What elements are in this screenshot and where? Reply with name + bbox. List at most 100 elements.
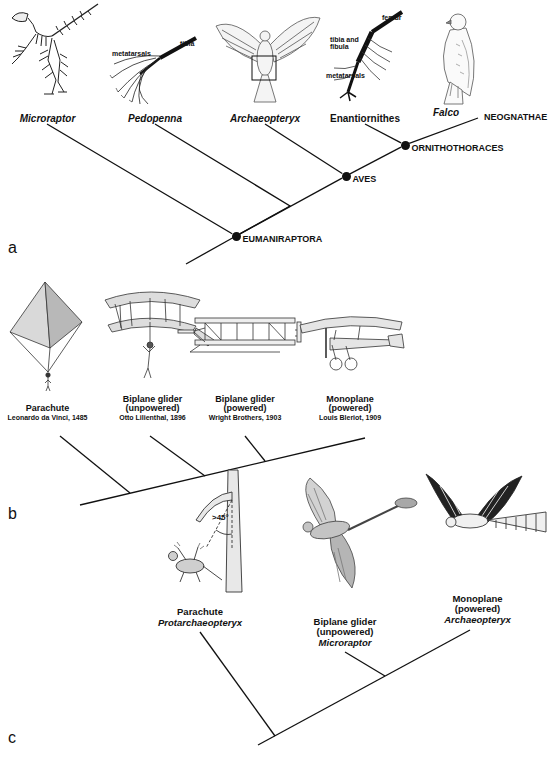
enantiornithes-leg bbox=[372, 12, 402, 32]
parachute-drawing bbox=[46, 373, 50, 377]
subtitle: Louis Bleriot, 1909 bbox=[319, 414, 381, 422]
microraptor-glider bbox=[395, 498, 417, 508]
archaeopteryx-drawing bbox=[270, 17, 320, 62]
archaeopteryx-drawing bbox=[252, 56, 276, 80]
microraptor-glider bbox=[308, 488, 346, 582]
tree-branch bbox=[186, 236, 236, 264]
microraptor-skeleton bbox=[12, 4, 98, 94]
archaeopteryx-flyer bbox=[487, 512, 546, 532]
protarchaeopteryx-drawing bbox=[216, 530, 232, 535]
falcon-drawing bbox=[443, 28, 474, 96]
pedopenna-leg bbox=[112, 56, 160, 104]
subtitle: Otto Lilienthal, 1896 bbox=[119, 414, 186, 422]
microraptor-skeleton bbox=[52, 4, 98, 36]
archaeopteryx-drawing bbox=[254, 75, 276, 102]
taxon-tip: Monoplane (powered)Archaeopteryx bbox=[415, 470, 540, 625]
clade-node: AVES bbox=[342, 172, 351, 181]
protarchaeopteryx-drawing bbox=[169, 470, 243, 592]
taxon-tip: Pedopenna bbox=[110, 0, 200, 124]
bleriot-monoplane bbox=[300, 317, 402, 333]
clade-node: EUMANIRAPTORA bbox=[232, 232, 241, 241]
microraptor-skeleton bbox=[12, 13, 28, 22]
taxon-name: Biplane glider (powered) bbox=[205, 395, 285, 415]
protarchaeopteryx-drawing bbox=[226, 470, 242, 592]
lilienthal-glider bbox=[115, 298, 180, 330]
parachute-drawing bbox=[45, 377, 51, 391]
lilienthal-glider bbox=[105, 292, 200, 308]
tree-branch bbox=[200, 632, 275, 736]
lilienthal-glider bbox=[143, 346, 155, 378]
falcon-drawing bbox=[444, 82, 463, 104]
lilienthal-glider bbox=[150, 322, 151, 342]
protarchaeopteryx-drawing bbox=[176, 559, 204, 573]
panel-letter: b bbox=[8, 506, 17, 523]
microraptor-glider bbox=[309, 518, 351, 542]
falcon-drawing bbox=[443, 14, 474, 104]
taxon-tip: Falco bbox=[410, 0, 482, 118]
falcon-drawing bbox=[450, 84, 458, 98]
archaeopteryx-drawing bbox=[216, 24, 262, 62]
taxon-name: Archaeopteryx bbox=[230, 113, 300, 124]
microraptor-glider bbox=[330, 532, 355, 588]
wright-flyer bbox=[295, 330, 297, 336]
clade-name: AVES bbox=[353, 175, 377, 185]
wright-flyer bbox=[178, 318, 301, 352]
tree-branch bbox=[258, 630, 470, 745]
tree-branch bbox=[60, 436, 130, 493]
part-label: metatarsals bbox=[326, 72, 365, 79]
tree-branch bbox=[155, 124, 290, 234]
taxon-name: Falco bbox=[433, 107, 459, 118]
tree-branch bbox=[245, 436, 265, 461]
pedopenna-leg bbox=[160, 38, 196, 58]
bleriot-monoplane bbox=[330, 358, 342, 370]
tree-branch bbox=[47, 124, 232, 234]
part-label: tibia and fibula bbox=[330, 36, 370, 51]
microraptor-skeleton bbox=[36, 34, 46, 46]
part-label: metatarsals bbox=[112, 50, 151, 57]
microraptor-glider bbox=[306, 478, 336, 525]
falcon-drawing bbox=[450, 14, 466, 30]
enantiornithes-leg bbox=[358, 32, 372, 62]
taxon-tip: Biplane glider (unpowered)Microraptor bbox=[280, 470, 410, 648]
archaeopteryx-flyer bbox=[478, 476, 522, 525]
bleriot-monoplane bbox=[325, 328, 327, 358]
wright-flyer bbox=[195, 340, 295, 345]
wright-flyer bbox=[190, 328, 280, 352]
taxon-name: Pedopenna bbox=[128, 113, 182, 124]
pedopenna-leg bbox=[110, 75, 132, 102]
lilienthal-glider bbox=[108, 318, 196, 332]
archaeopteryx-flyer bbox=[426, 474, 462, 526]
falcon-drawing bbox=[446, 20, 451, 24]
bleriot-monoplane bbox=[300, 317, 404, 370]
taxon-tip: ParachuteLeonardo da Vinci, 1485 bbox=[0, 280, 95, 422]
parachute-drawing bbox=[10, 282, 50, 348]
taxon-name: Parachute bbox=[26, 404, 70, 414]
tree-branch bbox=[345, 652, 385, 676]
archaeopteryx-flyer bbox=[426, 474, 546, 532]
protarchaeopteryx-drawing bbox=[206, 500, 232, 548]
taxon-tip: ParachuteProtarchaeopteryx bbox=[145, 470, 255, 628]
part-label: femur bbox=[382, 14, 401, 21]
taxon-name: Enantiornithes bbox=[330, 113, 400, 124]
subtitle: Leonardo da Vinci, 1485 bbox=[7, 414, 87, 422]
clade-name: ORNITHOTHORACES bbox=[412, 144, 504, 154]
panel-letter: a bbox=[8, 240, 17, 257]
subtitle: Archaeopteryx bbox=[444, 615, 511, 625]
wright-flyer bbox=[205, 323, 285, 340]
archaeopteryx-flyer bbox=[496, 514, 536, 532]
wright-flyer bbox=[178, 330, 194, 333]
bleriot-monoplane bbox=[332, 326, 360, 360]
tree-branch bbox=[80, 438, 365, 505]
part-label: tibia bbox=[180, 40, 194, 47]
parachute-drawing bbox=[10, 282, 82, 391]
taxon-name: Parachute bbox=[177, 607, 223, 617]
taxon-tip: Biplane glider (powered)Wright Brothers,… bbox=[195, 290, 295, 422]
tree-branch bbox=[60, 436, 365, 505]
clade-name: EUMANIRAPTORA bbox=[243, 235, 323, 245]
pedopenna-leg bbox=[140, 58, 160, 74]
protarchaeopteryx-drawing bbox=[178, 547, 222, 582]
subtitle: Microraptor bbox=[319, 638, 372, 648]
